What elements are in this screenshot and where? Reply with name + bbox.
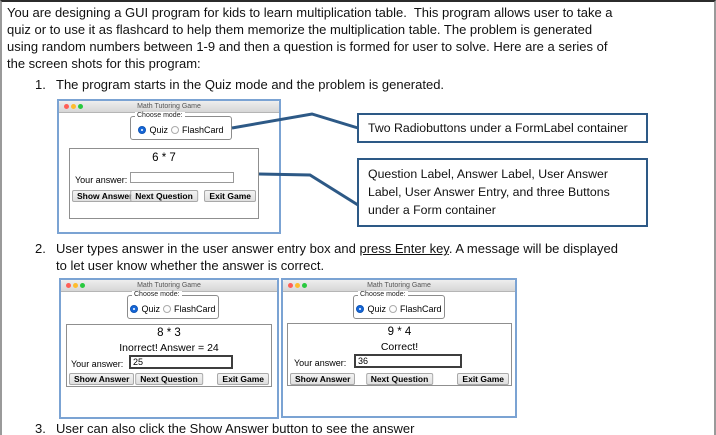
quiz-radio[interactable] (138, 126, 147, 134)
flashcard-radio[interactable] (163, 305, 171, 313)
intro-line: the screen shots for this program: (7, 56, 201, 71)
intro-line: using random numbers between 1-9 and the… (7, 39, 608, 54)
traffic-lights (64, 104, 83, 109)
zoom-icon[interactable] (78, 104, 83, 109)
exit-game-button[interactable]: Exit Game (204, 190, 256, 202)
answer-feedback-label: Correct! (380, 341, 419, 353)
callout-text: Question Label, Answer Label, User Answe… (368, 167, 608, 181)
minimize-icon[interactable] (295, 283, 300, 288)
item2-underlined-text: press Enter key (359, 241, 449, 256)
flashcard-radio-label[interactable]: FlashCard (182, 125, 224, 135)
question-label: 6 * 7 (152, 152, 176, 164)
choose-mode-label: Choose mode: (132, 291, 182, 298)
mode-radio-row: Quiz FlashCard (131, 117, 231, 135)
show-answer-button[interactable]: Show Answer (290, 373, 356, 385)
show-answer-button[interactable]: Show Answer (69, 373, 135, 385)
zoom-icon[interactable] (80, 283, 85, 288)
question-label: 8 * 3 (157, 327, 181, 339)
flashcard-radio-label[interactable]: FlashCard (400, 304, 442, 314)
choose-mode-label: Choose mode: (135, 112, 185, 119)
item2-text: User types answer in the user answer ent… (56, 241, 360, 256)
next-question-button[interactable]: Next Question (130, 190, 198, 202)
choose-mode-group: Choose mode: Quiz FlashCard (127, 291, 219, 319)
list-number: 3. (35, 421, 46, 435)
choose-mode-label: Choose mode: (358, 291, 408, 298)
intro-line: quiz or to use it as flashcard to help t… (7, 22, 593, 37)
item2-text: . A message will be displayed (448, 241, 618, 256)
flashcard-radio-label[interactable]: FlashCard (174, 304, 216, 314)
user-answer-entry[interactable] (130, 172, 234, 183)
close-icon[interactable] (288, 283, 293, 288)
callout-form-container: Question Label, Answer Label, User Answe… (357, 158, 648, 227)
callout-radiobuttons: Two Radiobuttons under a FormLabel conta… (357, 113, 648, 143)
quiz-form-panel: 6 * 7 Your answer: Show Answer Next Ques… (69, 148, 259, 219)
screenshot-quiz-start: Math Tutoring Game Choose mode: Quiz Fla… (57, 99, 281, 234)
minimize-icon[interactable] (71, 104, 76, 109)
quiz-radio-label[interactable]: Quiz (141, 304, 160, 314)
list-number: 2. (35, 241, 46, 256)
flashcard-radio[interactable] (389, 305, 397, 313)
quiz-radio-label[interactable]: Quiz (367, 304, 386, 314)
mode-radio-row: Quiz FlashCard (128, 296, 218, 314)
screenshot-incorrect-answer: Math Tutoring Game Choose mode: Quiz Fla… (59, 278, 279, 419)
next-question-button[interactable]: Next Question (135, 373, 203, 385)
quiz-radio[interactable] (130, 305, 139, 313)
zoom-icon[interactable] (302, 283, 307, 288)
callout-text: under a Form container (368, 203, 496, 217)
answer-feedback-label: Inorrect! Answer = 24 (119, 342, 219, 354)
quiz-form-panel: 9 * 4 Correct! Your answer: Show Answer … (287, 323, 512, 386)
window-title: Math Tutoring Game (367, 282, 431, 289)
show-answer-button[interactable]: Show Answer (72, 190, 138, 202)
window-title: Math Tutoring Game (137, 103, 201, 110)
close-icon[interactable] (66, 283, 71, 288)
exit-game-button[interactable]: Exit Game (457, 373, 509, 385)
traffic-lights (66, 283, 85, 288)
close-icon[interactable] (64, 104, 69, 109)
window-title: Math Tutoring Game (137, 282, 201, 289)
minimize-icon[interactable] (73, 283, 78, 288)
screenshot-correct-answer: Math Tutoring Game Choose mode: Quiz Fla… (281, 278, 517, 418)
exit-game-button[interactable]: Exit Game (217, 373, 269, 385)
intro-line: You are designing a GUI program for kids… (7, 5, 613, 20)
user-answer-label: Your answer: (71, 359, 124, 369)
traffic-lights (288, 283, 307, 288)
user-answer-entry[interactable] (354, 354, 462, 368)
user-answer-label: Your answer: (294, 358, 347, 368)
choose-mode-group: Choose mode: Quiz FlashCard (353, 291, 445, 319)
user-answer-label: Your answer: (75, 175, 128, 185)
list-item-text: User can also click the Show Answer butt… (56, 421, 415, 435)
list-item-text: User types answer in the user answer ent… (56, 241, 618, 256)
quiz-radio-label[interactable]: Quiz (149, 125, 168, 135)
choose-mode-group: Choose mode: Quiz FlashCard (130, 112, 232, 140)
callout-text: Two Radiobuttons under a FormLabel conta… (368, 121, 628, 135)
mode-radio-row: Quiz FlashCard (354, 296, 444, 314)
list-number: 1. (35, 77, 46, 92)
user-answer-entry[interactable] (129, 355, 233, 369)
list-item-text: to let user know whether the answer is c… (56, 258, 325, 273)
next-question-button[interactable]: Next Question (365, 373, 434, 385)
flashcard-radio[interactable] (171, 126, 179, 134)
list-item-text: The program starts in the Quiz mode and … (56, 77, 445, 92)
question-label: 9 * 4 (387, 326, 412, 338)
callout-text: Label, User Answer Entry, and three Butt… (368, 185, 610, 199)
quiz-radio[interactable] (356, 305, 365, 313)
quiz-form-panel: 8 * 3 Inorrect! Answer = 24 Your answer:… (66, 324, 272, 387)
